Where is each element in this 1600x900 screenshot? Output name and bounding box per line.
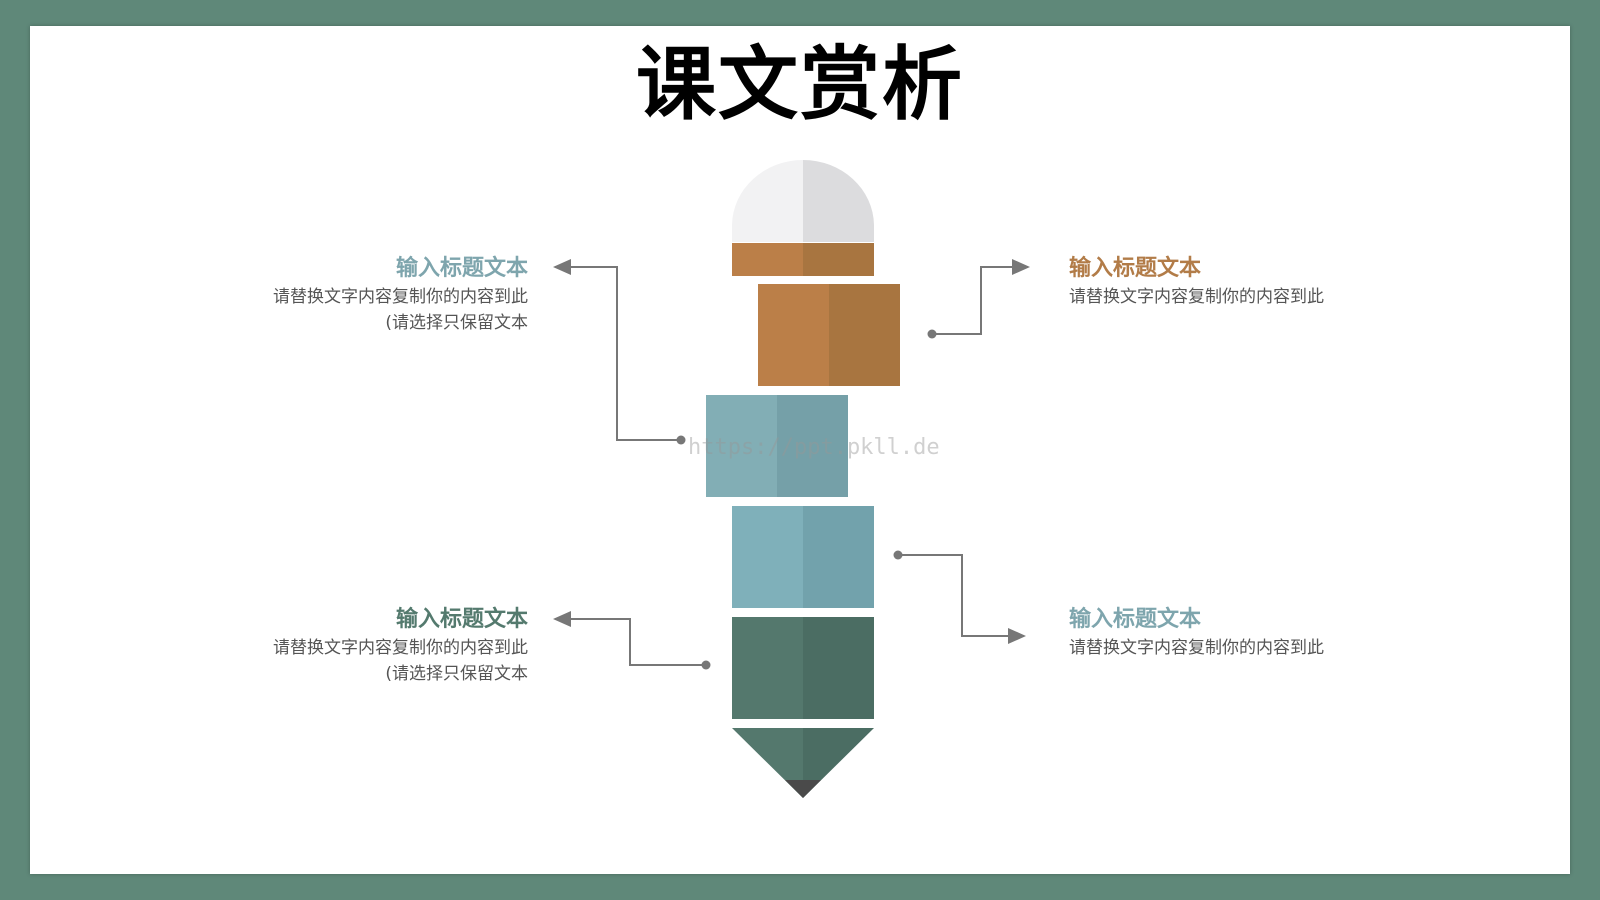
text-block-1: 输入标题文本 请替换文字内容复制你的内容到此 (请选择只保留文本 bbox=[228, 254, 528, 336]
connector-4-dot bbox=[893, 550, 903, 560]
block-4-title: 输入标题文本 bbox=[1069, 607, 1202, 632]
pencil-segment-3 bbox=[732, 506, 874, 608]
block-1-body-line-1: 请替换文字内容复制你的内容到此 bbox=[273, 287, 528, 307]
ferrule-left bbox=[732, 243, 803, 276]
connector-1-line bbox=[553, 259, 681, 441]
block-3-title: 输入标题文本 bbox=[395, 607, 528, 632]
block-3-body-line-1: 请替换文字内容复制你的内容到此 bbox=[273, 638, 528, 658]
segment-3-left bbox=[732, 506, 803, 608]
segment-1-left bbox=[758, 284, 829, 386]
block-3-body-line-2: (请选择只保留文本 bbox=[385, 664, 528, 684]
pencil-tip bbox=[732, 728, 874, 798]
pencil-segment-4 bbox=[732, 617, 874, 719]
eraser-left-half bbox=[732, 159, 803, 242]
pencil-eraser bbox=[732, 159, 874, 242]
text-block-4: 输入标题文本 请替换文字内容复制你的内容到此 bbox=[1069, 605, 1369, 661]
connector-3 bbox=[553, 611, 711, 670]
pencil-segment-1 bbox=[758, 284, 900, 386]
connector-1 bbox=[553, 259, 686, 445]
segment-2-right bbox=[777, 395, 848, 497]
connector-3-line bbox=[553, 611, 706, 666]
pencil-ferrule bbox=[732, 243, 874, 276]
eraser-right-half bbox=[803, 160, 874, 242]
block-1-title: 输入标题文本 bbox=[395, 256, 528, 281]
text-block-2: 输入标题文本 请替换文字内容复制你的内容到此 bbox=[1069, 254, 1369, 310]
block-1-body-line-2: (请选择只保留文本 bbox=[385, 313, 528, 333]
segment-1-right bbox=[829, 284, 900, 386]
tip-lead bbox=[785, 780, 821, 798]
segment-4-right bbox=[803, 617, 874, 719]
connector-2-dot bbox=[927, 329, 937, 339]
connector-4-line bbox=[898, 554, 1026, 644]
block-2-body-line-1: 请替换文字内容复制你的内容到此 bbox=[1069, 287, 1324, 307]
block-4-body-line-1: 请替换文字内容复制你的内容到此 bbox=[1069, 638, 1324, 658]
connector-1-dot bbox=[676, 435, 686, 445]
segment-4-left bbox=[732, 617, 803, 719]
segment-3-right bbox=[803, 506, 874, 608]
tip-left bbox=[732, 728, 803, 798]
block-2-title: 输入标题文本 bbox=[1069, 256, 1202, 281]
page-title: 课文赏析 bbox=[636, 38, 964, 131]
connector-2-line bbox=[932, 259, 1030, 335]
ferrule-right bbox=[803, 243, 874, 276]
connector-2 bbox=[927, 259, 1030, 339]
connector-3-dot bbox=[701, 660, 711, 670]
text-block-3: 输入标题文本 请替换文字内容复制你的内容到此 (请选择只保留文本 bbox=[228, 605, 528, 687]
segment-2-left bbox=[706, 395, 777, 497]
pencil-segment-2 bbox=[706, 395, 848, 497]
watermark-text: https://ppt.pkll.de bbox=[688, 435, 940, 460]
connector-4 bbox=[893, 550, 1026, 644]
tip-right bbox=[803, 728, 874, 798]
